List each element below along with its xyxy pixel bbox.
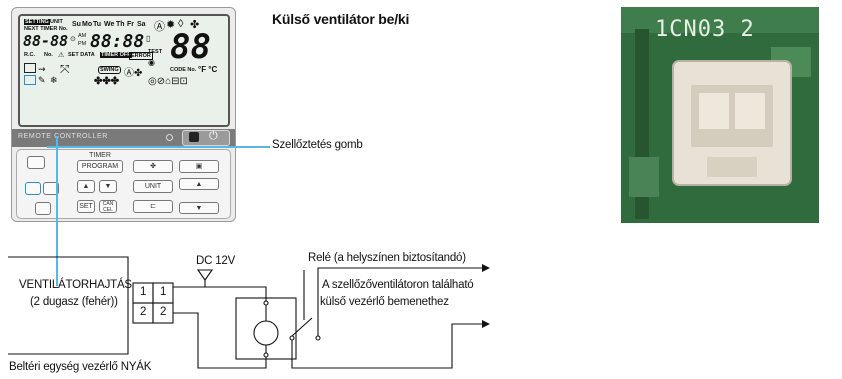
external-wire-lower	[291, 323, 482, 369]
ventilation-button-label: Szellőztetés gomb	[272, 139, 363, 151]
edit-icon: ✎	[38, 75, 46, 85]
wire-pin2	[173, 312, 267, 369]
set-button[interactable]: SET	[77, 200, 95, 213]
lcd-clock: 88:88	[90, 31, 145, 52]
relay-label: Relé (a helyszínen biztosítandó)	[308, 252, 466, 264]
button-panel: TIMER PROGRAM ▲ ▼ SET CAN CEL ✤ ▣ UNIT ⊏…	[16, 149, 231, 219]
lcd-day-fr: Fr	[127, 21, 134, 28]
lcd-swing-label: SWING	[98, 66, 121, 74]
filter-button[interactable]	[27, 156, 45, 169]
drop-icon: ◊	[178, 18, 184, 30]
power-icon: ⏻	[209, 130, 218, 142]
on-off-button[interactable]: ⏻	[182, 130, 230, 146]
lcd-small-digits: 88-88	[23, 32, 69, 50]
wire-pin1	[173, 286, 267, 302]
lcd-rc-label: R.C.	[24, 52, 35, 58]
controller-band: REMOTE CONTROLLER ⏻	[12, 129, 235, 147]
temp-down-button[interactable]: ▼	[179, 202, 219, 214]
lcd-unit-label: UNIT	[50, 19, 63, 25]
lcd-day-sa: Sa	[137, 21, 146, 28]
thermometer-icon: ▯	[146, 34, 151, 43]
warning-icon: ⚠	[58, 52, 65, 59]
callout-line-horizontal	[47, 146, 270, 148]
sun-icon: ✹	[166, 19, 176, 31]
external-input-label-line1: A szellőzőventilátoron található	[322, 279, 474, 291]
auto-mode-small-icon: Ⓐ✤	[124, 68, 143, 79]
ventilation-indicator	[24, 75, 36, 85]
pin-2-left: 2	[140, 306, 147, 318]
lcd-day-we: We	[104, 21, 115, 28]
lcd-big-digits: 88	[170, 27, 211, 67]
external-input-label-line2: külső vezérlő bemenethez	[320, 296, 449, 308]
mode-auto-icon: Ⓐ	[154, 21, 165, 33]
timer-label: TIMER	[89, 152, 111, 159]
dc-voltage-label: DC 12V	[196, 255, 236, 267]
pin-2-right: 2	[160, 306, 167, 318]
lcd-day-tu: Tu	[93, 21, 102, 28]
lcd-next-timer-label: NEXT TIMER No.	[24, 26, 68, 32]
fan-speed-icon: ✤✤✤	[94, 76, 120, 87]
lcd-timer-off-label: TIMER OFF	[100, 52, 132, 58]
clock-icon: ⊙	[70, 36, 76, 43]
pin-1-right: 1	[160, 286, 167, 298]
lcd-error-label: ERROR	[129, 52, 153, 60]
operation-led	[166, 134, 173, 141]
controller-brand-text: REMOTE CONTROLLER	[18, 133, 108, 140]
swing-button[interactable]: ⊏	[133, 200, 173, 213]
pcb-outline	[8, 256, 129, 355]
pcb-label: Beltéri egység vezérlő NYÁK	[9, 361, 152, 373]
lcd-day-th: Th	[116, 21, 125, 28]
fan-drive-label-line1: VENTILÁTORHAJTÁS	[19, 279, 132, 291]
pcb-silkscreen-text: 1CN03 2	[655, 17, 755, 42]
fan-speed-button[interactable]: ✤	[133, 160, 173, 173]
louver-swing-icon: ⤧	[60, 62, 70, 76]
target-icon: ◉	[148, 58, 155, 67]
filter-indicator	[24, 63, 36, 73]
callout-line-vertical	[56, 136, 58, 286]
pcb-photo-drawing	[621, 7, 819, 223]
lcd-am: AM	[78, 33, 87, 39]
dc-supply-symbol	[196, 269, 214, 281]
page-title: Külső ventilátor be/ki	[272, 11, 410, 27]
lcd-day-mo: Mo	[82, 21, 93, 28]
lcd-setting-label: SETTING	[24, 19, 50, 25]
lcd-test-label: TEST	[148, 49, 163, 55]
program-button[interactable]: PROGRAM	[77, 160, 123, 173]
status-icons: ◎⊘⌂⊟⊡	[148, 76, 188, 87]
mode-button[interactable]: ▣	[179, 160, 219, 173]
lcd-display: SETTING UNIT NEXT TIMER No. Su Mo Tu We …	[18, 14, 230, 127]
lcd-code-label: CODE No.	[170, 67, 197, 73]
relay-coil	[253, 320, 279, 346]
lcd-day-su: Su	[72, 21, 81, 28]
edit-button[interactable]	[43, 182, 59, 195]
lcd-temp-units: °F °C	[198, 65, 218, 74]
unit-button[interactable]: UNIT	[133, 180, 173, 193]
grid-icon	[189, 132, 199, 142]
heater-icon: ⇝	[38, 64, 46, 74]
fan-drive-label-line2: (2 dugasz (fehér))	[30, 296, 118, 308]
external-wire-upper	[317, 267, 482, 340]
pcb-connector-photo: 1CN03 2	[621, 7, 819, 223]
menu-button[interactable]	[35, 202, 51, 215]
lcd-no-label: No.	[44, 52, 53, 58]
remote-controller: SETTING UNIT NEXT TIMER No. Su Mo Tu We …	[11, 7, 236, 222]
lcd-set-data-label: SET DATA	[68, 52, 95, 58]
timer-up-button[interactable]: ▲	[77, 180, 95, 193]
relay-switch-blade	[291, 317, 313, 337]
temp-up-button[interactable]: ▲	[179, 178, 219, 190]
timer-down-button[interactable]: ▼	[99, 180, 117, 193]
ventilation-button[interactable]	[25, 182, 41, 195]
snow-icon: ❄	[50, 75, 58, 85]
lcd-pm: PM	[78, 41, 87, 47]
pin-1-left: 1	[140, 286, 147, 298]
cancel-button[interactable]: CAN CEL	[99, 200, 117, 213]
fan-icon: ✤	[190, 19, 200, 31]
